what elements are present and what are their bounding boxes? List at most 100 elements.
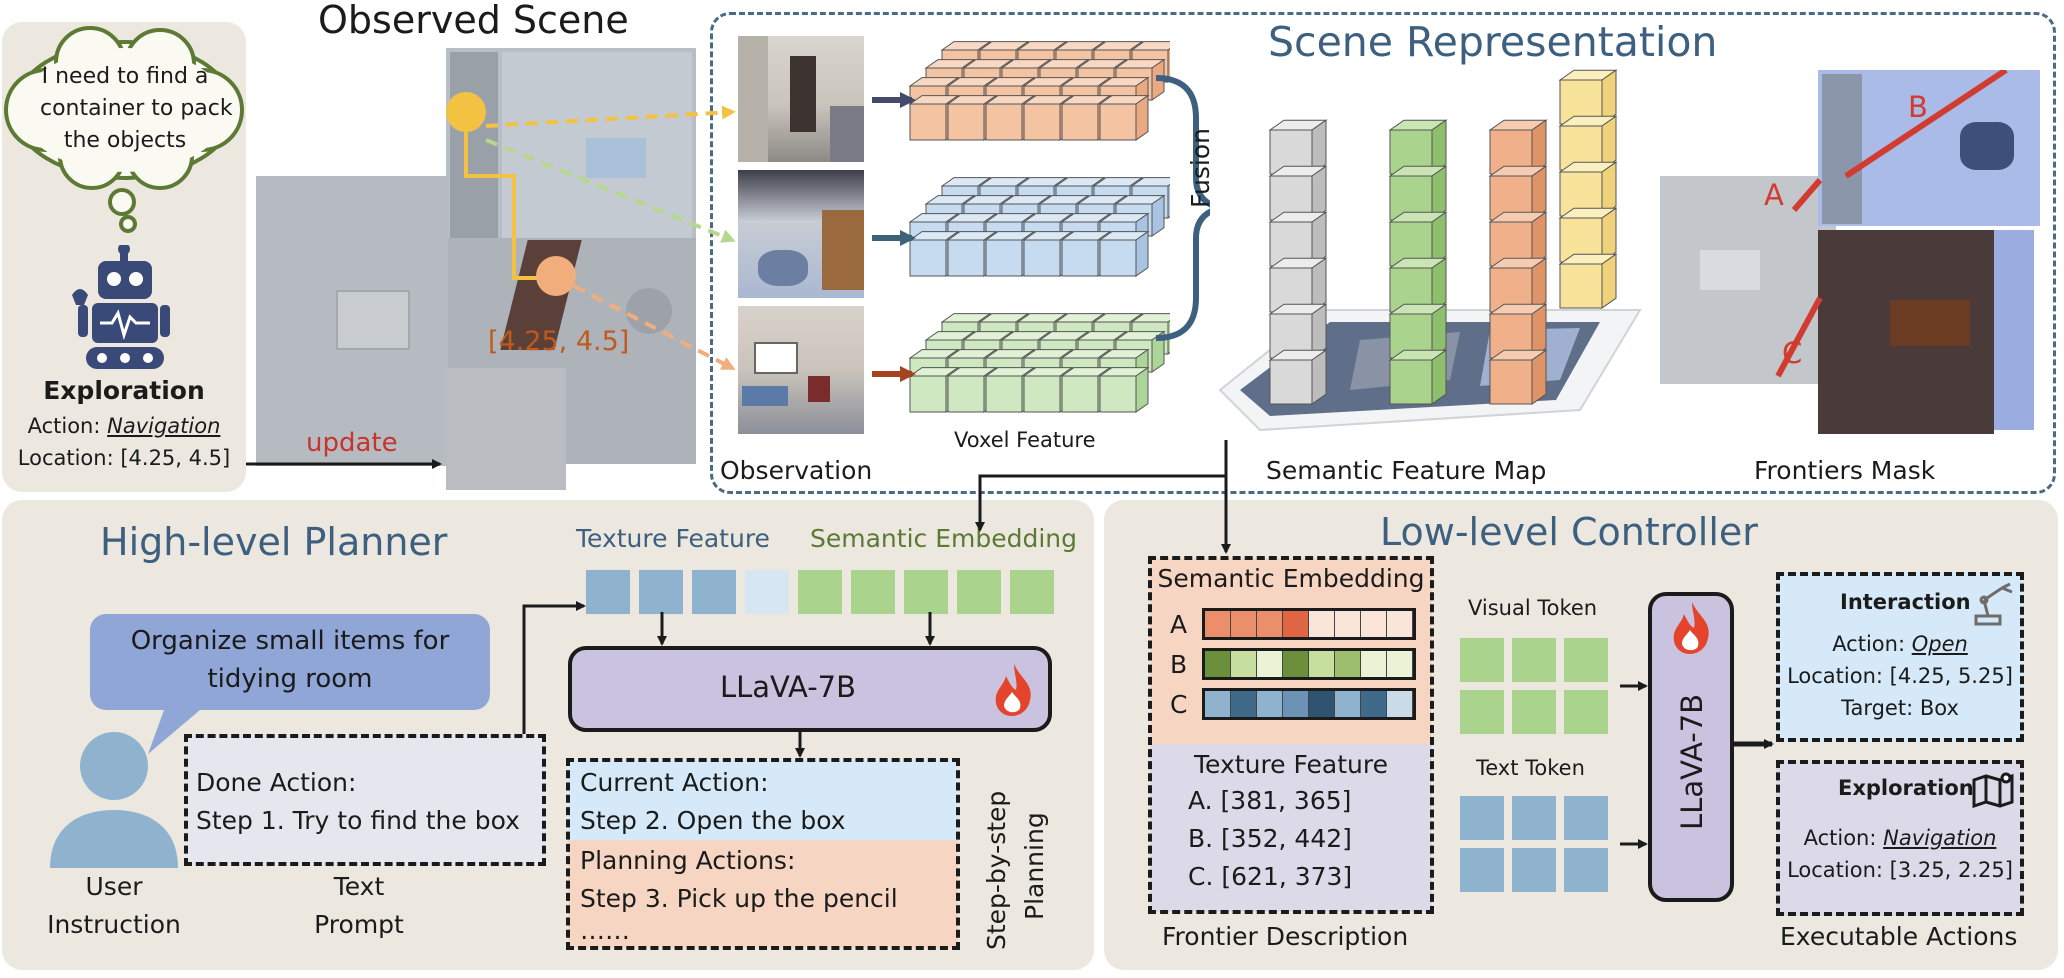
user-icon	[50, 732, 178, 868]
ctrl-texture-feature-label: Texture Feature	[1194, 750, 1388, 779]
embedding-row	[1202, 688, 1416, 720]
voxel-cube	[1098, 230, 1150, 277]
visual-token	[1460, 690, 1504, 734]
ctrl-exploration-location: Location: [3.25, 2.25]	[1787, 858, 2013, 882]
planner-llm-box	[568, 646, 1052, 732]
visual-token	[1512, 638, 1556, 682]
embedding-cell	[1309, 611, 1335, 637]
user-label-1: User	[85, 872, 143, 901]
texture-value-c: C. [621, 373]	[1188, 862, 1353, 891]
robot-icon	[72, 245, 170, 369]
texture-feature-label: Texture Feature	[576, 524, 770, 553]
observed-coord: [4.25, 4.5]	[488, 326, 630, 357]
planning-actions-area	[568, 840, 958, 948]
planning-actions-line-3: ……	[580, 916, 630, 945]
current-action-line-1: Current Action:	[580, 768, 769, 797]
scene-representation-frame	[710, 12, 2056, 494]
scene-representation-title: Scene Representation	[1268, 18, 1718, 66]
semantic-feature-map	[1218, 69, 1642, 432]
ctrl-exploration-action-label: Action:	[1803, 826, 1884, 850]
feature-column-cube	[1268, 349, 1328, 405]
embedding-cell	[1257, 651, 1283, 677]
current-action-line-2: Step 2. Open the box	[580, 806, 846, 835]
texture-token	[692, 570, 736, 614]
row-letter-a: A	[1170, 610, 1188, 639]
interaction-action: Action: Open	[1776, 632, 2024, 656]
current-action-area	[568, 760, 958, 840]
embedding-cell	[1335, 691, 1361, 717]
texture-value-a: A. [381, 365]	[1188, 786, 1352, 815]
embedding-cell	[1387, 611, 1413, 637]
text-token	[1460, 796, 1504, 840]
controller-fire-icon	[1673, 602, 1709, 654]
embedding-row	[1202, 608, 1416, 640]
high-level-planner-title: High-level Planner	[100, 520, 448, 564]
semantic-token	[904, 570, 948, 614]
text-token	[1460, 848, 1504, 892]
low-level-controller-title: Low-level Controller	[1380, 510, 1758, 554]
embedding-row	[1202, 648, 1416, 680]
ctrl-exploration-box	[1776, 760, 2024, 916]
texture-feature-area	[1150, 744, 1432, 912]
executable-actions-label: Executable Actions	[1780, 922, 2018, 951]
feature-column-cube	[1388, 257, 1448, 313]
voxel-feature-label: Voxel Feature	[954, 428, 1096, 452]
embedding-cell	[1257, 691, 1283, 717]
voxel-grids	[908, 40, 1170, 413]
interaction-box	[1776, 572, 2024, 742]
voxel-cube	[1098, 94, 1150, 141]
frontier-letter-b: B	[1908, 90, 1928, 124]
embedding-cell	[1361, 611, 1387, 637]
map-icon	[1972, 772, 2014, 808]
feature-column-cube	[1388, 349, 1448, 405]
embedding-cell	[1205, 691, 1231, 717]
exploration-action-label: Action:	[27, 414, 108, 438]
visual-token	[1564, 638, 1608, 682]
user-label-2: Instruction	[47, 910, 181, 939]
embedding-cell	[1283, 691, 1309, 717]
semantic-embedding-label: Semantic Embedding	[810, 524, 1078, 553]
frontier-lines	[1775, 70, 2008, 378]
embedding-cell	[1361, 651, 1387, 677]
planning-actions-line-1: Planning Actions:	[580, 846, 796, 875]
planning-output-box	[566, 758, 960, 950]
visual-token	[1564, 690, 1608, 734]
interaction-location: Location: [4.25, 5.25]	[1787, 664, 2013, 688]
text-token	[1564, 796, 1608, 840]
frontier-description-label: Frontier Description	[1162, 922, 1409, 951]
embedding-cell	[1387, 691, 1413, 717]
frontiers-mask-label: Frontiers Mask	[1754, 456, 1936, 485]
observation-image-1	[738, 36, 864, 162]
robot-arm-icon	[1974, 582, 2013, 626]
embedding-cell	[1309, 691, 1335, 717]
row-letter-c: C	[1170, 690, 1188, 719]
texture-value-b: B. [352, 442]	[1188, 824, 1352, 853]
observation-image-3	[738, 306, 864, 434]
instruction-line-1: Organize small items for	[130, 626, 450, 656]
text-token-label: Text Token	[1476, 756, 1585, 780]
row-letter-b: B	[1170, 650, 1188, 679]
feature-column-cube	[1488, 257, 1548, 313]
frontier-letter-c: C	[1782, 336, 1803, 370]
texture-token	[745, 570, 789, 614]
ctrl-exploration-action: Action: Navigation	[1776, 826, 2024, 850]
feature-column-cube	[1488, 349, 1548, 405]
prompt-label-1: Text	[333, 872, 385, 901]
instruction-bubble	[90, 614, 490, 754]
voxel-cube	[1098, 366, 1150, 413]
feature-column-cube	[1558, 253, 1618, 309]
embedding-cell	[1361, 691, 1387, 717]
embedding-cell	[1231, 611, 1257, 637]
embedding-cell	[1205, 611, 1231, 637]
embedding-cell	[1257, 611, 1283, 637]
fusion-bracket	[1155, 75, 1210, 341]
observation-image-2	[738, 170, 864, 298]
planner-fire-icon	[995, 664, 1031, 716]
visual-token	[1460, 638, 1504, 682]
interaction-title: Interaction	[1840, 590, 1971, 614]
text-token	[1564, 848, 1608, 892]
interaction-action-label: Action:	[1832, 632, 1912, 656]
embedding-cell	[1283, 611, 1309, 637]
exploration-title: Exploration	[43, 376, 205, 405]
